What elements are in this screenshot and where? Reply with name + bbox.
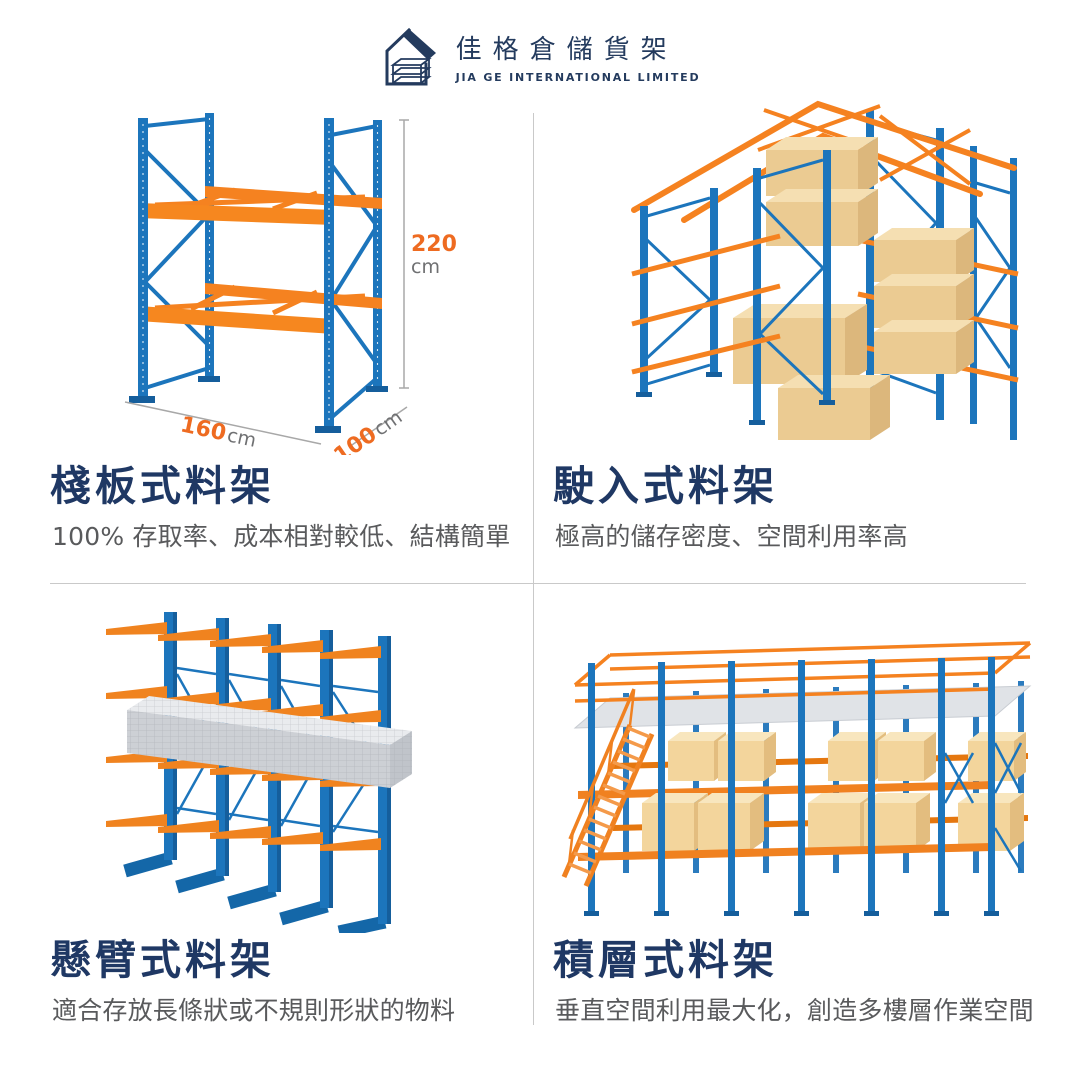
drive-in-rack-title: 駛入式料架 — [553, 462, 778, 510]
pallet-rack-svg: 220 cm 160cm 100cm — [124, 113, 457, 469]
vertical-divider — [533, 113, 534, 1025]
drive-in-rack-illustration — [618, 88, 1023, 462]
horizontal-divider — [50, 583, 1026, 584]
dim-depth-label: 100cm — [330, 404, 407, 455]
drive-in-rack-description: 極高的儲存密度、空間利用率高 — [555, 522, 908, 552]
mezzanine-rack-svg — [561, 641, 1032, 916]
dim-height-value: 220 — [411, 232, 457, 257]
mezzanine-rack-description: 垂直空間利用最大化，創造多樓層作業空間 — [555, 996, 1034, 1026]
cantilever-rack-svg — [106, 612, 412, 939]
caption-cantilever-rack: 懸臂式料架 適合存放長條狀或不規則形狀的物料 — [50, 936, 456, 1026]
pallet-rack-title: 棧板式料架 — [50, 462, 275, 510]
cantilever-rack-illustration — [58, 598, 483, 939]
caption-pallet-rack: 棧板式料架 100% 存取率、成本相對較低、結構簡單 — [50, 462, 511, 552]
caption-drive-in-rack: 駛入式料架 極高的儲存密度、空間利用率高 — [553, 462, 908, 552]
brand-name-en: JIA GE INTERNATIONAL LIMITED — [455, 70, 701, 84]
cantilever-rack-description: 適合存放長條狀或不規則形狀的物料 — [52, 996, 456, 1026]
pallet-rack-illustration: 220 cm 160cm 100cm — [95, 100, 460, 469]
cantilever-rack-title: 懸臂式料架 — [50, 936, 275, 984]
brand-name-zh: 佳格倉儲貨架 — [455, 34, 678, 65]
caption-mezzanine-rack: 積層式料架 垂直空間利用最大化，創造多樓層作業空間 — [553, 936, 1034, 1026]
drive-in-rack-svg — [631, 100, 1019, 440]
brand-logo: 佳格倉儲貨架 JIA GE INTERNATIONAL LIMITED — [0, 24, 1080, 88]
pallet-rack-description: 100% 存取率、成本相對較低、結構簡單 — [52, 522, 511, 552]
dim-height-unit: cm — [411, 256, 440, 278]
house-rack-logo-icon — [385, 27, 436, 86]
dim-width-label: 160cm — [178, 412, 258, 452]
mezzanine-rack-illustration — [550, 633, 1045, 932]
mezzanine-rack-title: 積層式料架 — [553, 936, 778, 984]
